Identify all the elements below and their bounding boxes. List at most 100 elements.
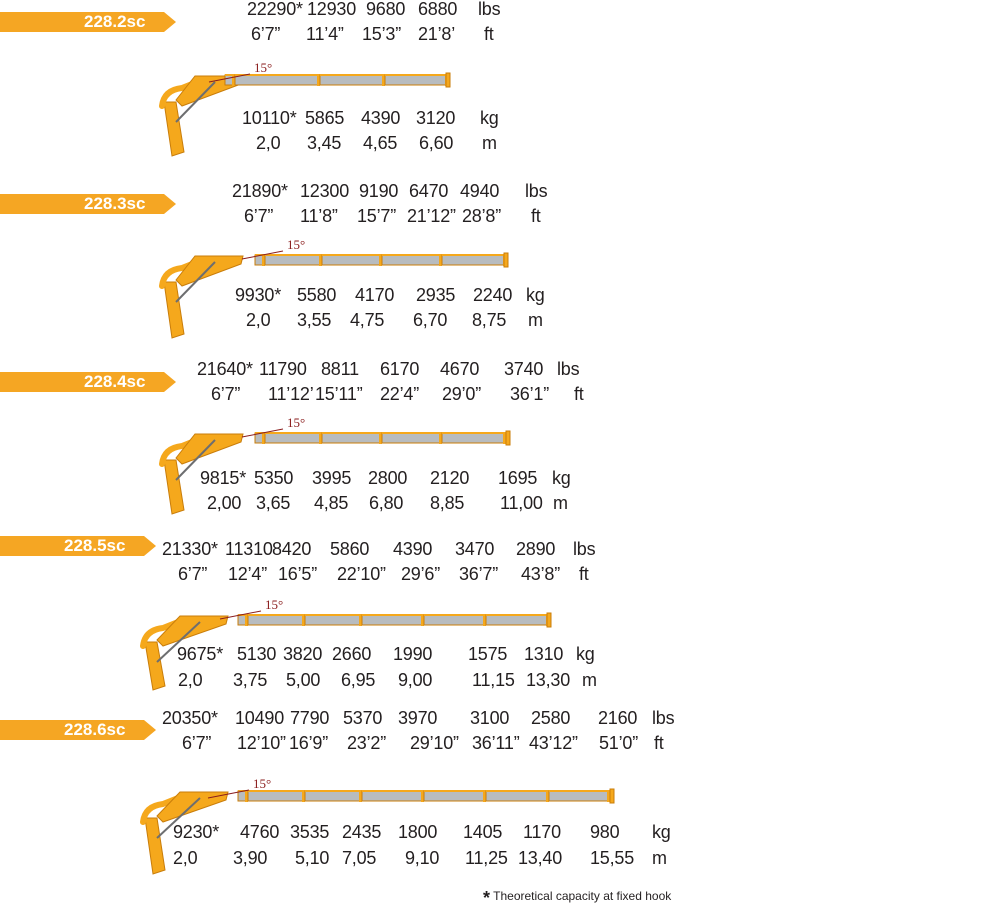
boom-section-collar	[317, 74, 320, 86]
boom-extension-rail	[442, 254, 506, 256]
capacity-value: 6470	[409, 181, 449, 201]
reach-value: 6,70	[413, 310, 448, 330]
angle-indicator-line	[219, 610, 262, 620]
model-tag-background	[0, 12, 176, 32]
reach-value: 2,0	[178, 670, 203, 690]
reach-value: 5,00	[286, 670, 321, 690]
capacity-value: 3995	[312, 468, 352, 488]
reach-value: 8,85	[430, 493, 465, 513]
crane-ram	[156, 797, 201, 839]
crane-diagram: 15°	[159, 415, 511, 515]
capacity-value: 1170	[523, 822, 561, 842]
capacity-value: 5860	[330, 539, 370, 559]
reach-value: 16’9”	[289, 733, 329, 753]
boom-section-collar	[439, 254, 442, 266]
reach-unit: m	[553, 493, 568, 513]
capacity-unit: kg	[552, 468, 571, 488]
boom-extension-section	[319, 74, 386, 86]
boom-extension-rail	[424, 614, 486, 616]
boom-extension-rail	[305, 790, 362, 792]
boom-tip	[546, 612, 552, 628]
boom-section-collar	[262, 254, 265, 266]
crane-column	[144, 817, 166, 875]
crane-svg: 15°	[159, 415, 511, 515]
reach-value: 11’8”	[300, 206, 338, 226]
imperial-reach-row: 6’7”11’12’15’11”22’4”29’0”36’1”ft	[0, 382, 1002, 406]
reach-value: 43’12”	[529, 733, 578, 753]
capacity-value: 980	[590, 822, 620, 842]
reach-value: 16’5”	[278, 564, 318, 584]
reach-value: 3,75	[233, 670, 268, 690]
reach-value: 29’6”	[401, 564, 441, 584]
capacity-value: 21640*	[197, 359, 253, 379]
capacity-unit: lbs	[573, 539, 596, 559]
angle-indicator-line	[207, 789, 250, 799]
capacity-value: 2800	[368, 468, 408, 488]
capacity-value: 1990	[393, 644, 433, 664]
boom-section-collar	[379, 254, 382, 266]
reach-value: 23’2”	[347, 733, 387, 753]
boom-extension-section	[234, 74, 321, 86]
capacity-value: 20350*	[162, 708, 218, 728]
boom-extension-rail	[320, 74, 385, 76]
reach-value: 11’4”	[306, 24, 344, 44]
capacity-value: 2660	[332, 644, 372, 664]
capacity-value: 2935	[416, 285, 456, 305]
reach-unit: ft	[654, 733, 664, 753]
boom-extension-section	[361, 614, 425, 626]
boom-extension-section	[381, 254, 443, 266]
reach-value: 15,55	[590, 848, 635, 868]
reach-value: 51’0”	[599, 733, 639, 753]
footnote-text: Theoretical capacity at fixed hook	[493, 889, 672, 903]
capacity-value: 9930*	[235, 285, 282, 305]
capacity-value: 10110*	[242, 108, 297, 128]
reach-value: 43’8”	[521, 564, 561, 584]
boom-extension-rail	[424, 790, 486, 792]
model-name: 228.5sc	[64, 536, 126, 555]
reach-value: 6’7”	[178, 564, 208, 584]
capacity-value: 3740	[504, 359, 544, 379]
model-tag-background	[0, 194, 176, 214]
crane-diagram: 15°	[140, 597, 552, 691]
reach-unit: m	[482, 133, 497, 153]
capacity-value: 3970	[398, 708, 438, 728]
model-name: 228.6sc	[64, 720, 126, 739]
boom-extension-section	[485, 614, 550, 626]
boom-section-collar	[421, 790, 424, 802]
imperial-reach-row: 6’7”11’4”15’3”21’8’ft	[0, 22, 1002, 46]
capacity-value: 4390	[393, 539, 433, 559]
capacity-value: 6880	[418, 0, 458, 19]
boom-section-collar	[382, 74, 385, 86]
reach-value: 11,25	[465, 848, 508, 868]
capacity-value: 22290*	[247, 0, 303, 19]
reach-value: 22’4”	[380, 384, 420, 404]
reach-value: 4,85	[314, 493, 349, 513]
angle-indicator-line	[241, 250, 284, 260]
capacity-value: 12930	[307, 0, 357, 19]
model-name: 228.2sc	[84, 12, 146, 31]
boom-section-collar	[319, 254, 322, 266]
boom-extension-rail	[382, 254, 442, 256]
model-tag-background	[0, 720, 156, 740]
boom-extension-rail	[322, 254, 382, 256]
capacity-value: 9680	[366, 0, 406, 19]
reach-value: 4,75	[350, 310, 385, 330]
capacity-value: 2580	[531, 708, 571, 728]
footnote-symbol: *	[483, 888, 491, 908]
reach-value: 5,10	[295, 848, 330, 868]
reach-unit: m	[652, 848, 667, 868]
crane-column	[163, 101, 185, 157]
boom-section-collar	[262, 432, 265, 444]
crane-svg: 15°	[159, 60, 451, 157]
model-tag: 228.5sc	[0, 536, 156, 556]
boom-extension-rail	[382, 432, 442, 434]
